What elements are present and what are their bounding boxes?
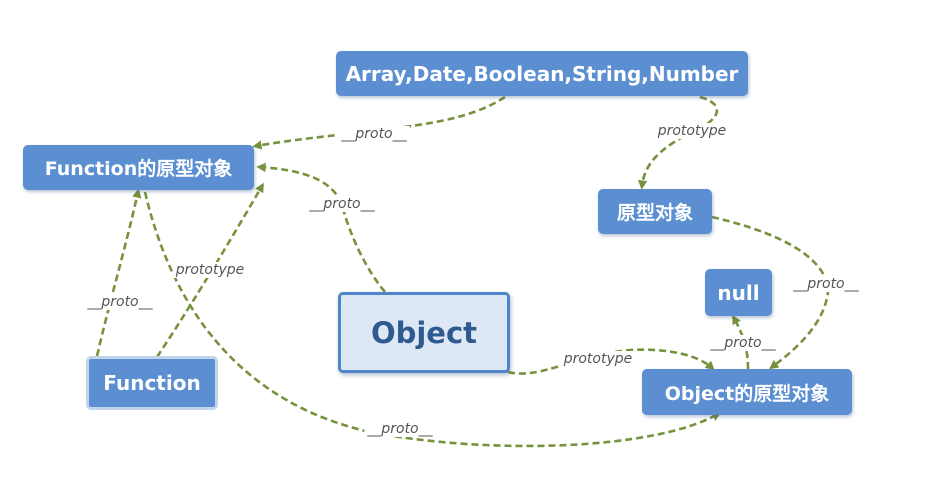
node-object[interactable]: Object xyxy=(338,292,510,373)
edge-object-to-object-prototype xyxy=(507,348,715,375)
edge-prototype-object-to-object-prototype-label-background xyxy=(790,276,862,292)
edge-function-to-function-prototype-proto xyxy=(95,188,142,357)
edge-array-to-prototype-object xyxy=(637,95,719,190)
edge-array-to-prototype-object-label: prototype xyxy=(657,123,727,139)
edge-function-prototype-to-object-prototype-label-background xyxy=(364,421,436,437)
edge-function-to-function-prototype-proto-label-background xyxy=(84,294,156,310)
node-object-prototype-object[interactable]: Object的原型对象 xyxy=(642,369,852,415)
edge-object-to-object-prototype-label-background xyxy=(560,351,635,367)
edge-array-to-prototype-object-label-background xyxy=(654,123,729,139)
edge-group: __proto__prototype__proto____proto__prot… xyxy=(84,95,862,448)
edge-function-prototype-to-object-prototype-label: __proto__ xyxy=(366,421,433,437)
node-function-prototype-object[interactable]: Function的原型对象 xyxy=(23,145,254,190)
edge-function-prototype-to-object-prototype xyxy=(143,191,722,448)
edge-object-prototype-to-null-label-background xyxy=(707,335,779,351)
edge-array-to-function-prototype-label-background xyxy=(338,126,410,142)
edge-function-to-function-prototype-prototype-label-background xyxy=(172,262,247,278)
edge-prototype-object-to-object-prototype-label: __proto__ xyxy=(792,276,859,292)
node-null[interactable]: null xyxy=(705,269,772,316)
edge-object-to-function-prototype xyxy=(256,162,386,293)
node-function[interactable]: Function xyxy=(86,356,218,410)
edge-function-to-function-prototype-prototype xyxy=(155,182,264,358)
edge-object-prototype-to-null-label: __proto__ xyxy=(709,335,776,351)
edge-function-to-function-prototype-prototype-label: prototype xyxy=(175,262,245,278)
edge-object-to-function-prototype-label: __proto__ xyxy=(308,196,375,212)
node-prototype-object[interactable]: 原型对象 xyxy=(598,189,712,234)
edge-array-to-function-prototype xyxy=(252,95,506,150)
edge-object-to-object-prototype-label: prototype xyxy=(563,351,633,367)
edge-object-to-function-prototype-label-background xyxy=(306,196,378,212)
edge-array-to-function-prototype-label: __proto__ xyxy=(340,126,407,142)
node-array-date-boolean-string-number[interactable]: Array,Date,Boolean,String,Number xyxy=(336,51,748,96)
edge-function-to-function-prototype-proto-label: __proto__ xyxy=(86,294,153,310)
